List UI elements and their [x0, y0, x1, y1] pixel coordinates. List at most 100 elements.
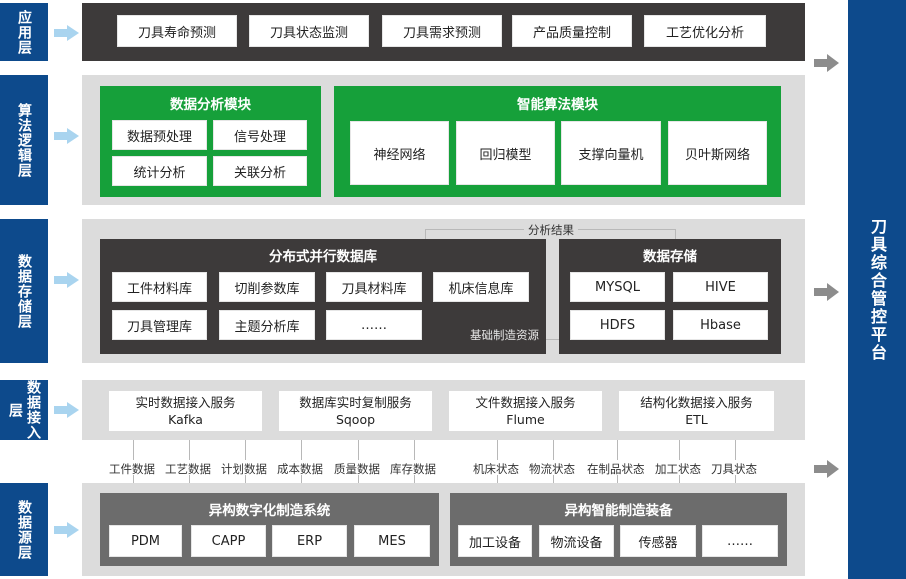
analysis-item: 关联分析: [213, 156, 307, 186]
base-connector: [546, 339, 559, 340]
intelligent-item: 支撑向量机: [561, 121, 661, 185]
platform-title: 刀具综合管控平台: [868, 217, 887, 362]
access-service-name: 数据库实时复制服务: [299, 395, 412, 410]
analysis-item: 统计分析: [112, 156, 207, 186]
storage-item: Hbase: [673, 310, 768, 340]
layer-label-access: 数据接入层: [0, 380, 48, 440]
system-item: ERP: [272, 525, 347, 557]
flow-label: 在制品状态: [587, 462, 645, 476]
equipment-item: 传感器: [620, 525, 696, 557]
arrow-right-icon: [814, 54, 840, 72]
db-item: ……: [326, 310, 422, 340]
flow-line: [497, 475, 498, 485]
db-item: 切削参数库: [219, 272, 315, 302]
flow-line: [553, 440, 554, 460]
flow-label: 工艺数据: [165, 462, 211, 476]
result-connector: [425, 229, 426, 239]
flow-label: 库存数据: [390, 462, 436, 476]
analysis-result-label: 分析结果: [524, 222, 578, 238]
analysis-item: 信号处理: [213, 120, 307, 150]
flow-line: [133, 475, 134, 485]
equipment-title: 异构智能制造装备: [564, 503, 673, 519]
flow-line: [189, 475, 190, 485]
distributed-db-panel: 分布式并行数据库 工件材料库 切削参数库 刀具材料库 机床信息库 刀具管理库 主…: [100, 239, 546, 354]
layer-label-storage: 数据存储层: [0, 219, 48, 363]
app-item: 刀具需求预测: [382, 15, 502, 47]
storage-item: HIVE: [673, 272, 768, 302]
system-item: CAPP: [191, 525, 266, 557]
layer-label-application: 应用层: [0, 3, 48, 61]
result-connector: [675, 229, 676, 239]
storage-item: HDFS: [570, 310, 665, 340]
flow-line: [414, 440, 415, 460]
data-storage-panel: 数据存储 MYSQL HIVE HDFS Hbase: [559, 239, 781, 354]
access-service-tool: Kafka: [168, 412, 203, 427]
intelligent-module: 智能算法模块 神经网络 回归模型 支撑向量机 贝叶斯网络: [334, 86, 781, 197]
layer-label-source: 数据源层: [0, 483, 48, 576]
flow-label: 加工状态: [655, 462, 701, 476]
access-service-name: 结构化数据接入服务: [640, 395, 753, 410]
flow-line: [358, 440, 359, 460]
flow-line: [735, 475, 736, 485]
access-service-name: 文件数据接入服务: [475, 395, 576, 410]
access-service-tool: Flume: [506, 412, 545, 427]
app-item: 工艺优化分析: [644, 15, 766, 47]
db-item: 刀具管理库: [112, 310, 207, 340]
arrow-right-icon: [54, 402, 80, 418]
digital-system-title: 异构数字化制造系统: [208, 503, 331, 519]
flow-line: [189, 440, 190, 460]
flow-label: 成本数据: [277, 462, 323, 476]
app-item: 刀具寿命预测: [117, 15, 237, 47]
application-panel: 刀具寿命预测 刀具状态监测 刀具需求预测 产品质量控制 工艺优化分析: [82, 3, 805, 61]
flow-line: [301, 475, 302, 485]
arrow-right-icon: [54, 272, 80, 288]
flow-line: [679, 440, 680, 460]
equipment-item: 加工设备: [458, 525, 532, 557]
flow-line: [617, 440, 618, 460]
data-storage-title: 数据存储: [643, 249, 697, 265]
intelligent-item: 贝叶斯网络: [668, 121, 767, 185]
flow-label: 机床状态: [473, 462, 519, 476]
flow-line: [301, 440, 302, 460]
flow-line: [245, 475, 246, 485]
app-item: 产品质量控制: [512, 15, 632, 47]
layer-label-algorithm: 算法逻辑层: [0, 75, 48, 205]
access-service: 结构化数据接入服务 ETL: [619, 391, 774, 431]
arrow-right-icon: [54, 128, 80, 144]
app-item: 刀具状态监测: [249, 15, 369, 47]
flow-line: [133, 440, 134, 460]
arrow-right-icon: [54, 522, 80, 538]
analysis-module: 数据分析模块 数据预处理 信号处理 统计分析 关联分析: [100, 86, 321, 197]
base-resource-label: 基础制造资源: [470, 328, 539, 342]
arrow-right-icon: [814, 460, 840, 478]
distributed-db-title: 分布式并行数据库: [269, 249, 377, 265]
flow-line: [358, 475, 359, 485]
flow-label: 质量数据: [334, 462, 380, 476]
flow-line: [617, 475, 618, 485]
access-service: 实时数据接入服务 Kafka: [109, 391, 262, 431]
platform-column: 刀具综合管控平台: [848, 0, 906, 579]
flow-label: 物流状态: [529, 462, 575, 476]
access-service-tool: ETL: [685, 412, 708, 427]
analysis-module-title: 数据分析模块: [170, 97, 251, 113]
access-panel: 实时数据接入服务 Kafka 数据库实时复制服务 Sqoop 文件数据接入服务 …: [82, 380, 805, 440]
equipment-panel: 异构智能制造装备 加工设备 物流设备 传感器 ……: [450, 493, 787, 566]
db-item: 刀具材料库: [326, 272, 422, 302]
access-service: 数据库实时复制服务 Sqoop: [279, 391, 432, 431]
analysis-item: 数据预处理: [112, 120, 207, 150]
db-item: 机床信息库: [433, 272, 529, 302]
flow-line: [245, 440, 246, 460]
digital-system-panel: 异构数字化制造系统 PDM CAPP ERP MES: [100, 493, 439, 566]
access-service-name: 实时数据接入服务: [135, 395, 236, 410]
flow-line: [553, 475, 554, 485]
equipment-item: ……: [702, 525, 778, 557]
flow-label: 工件数据: [109, 462, 155, 476]
flow-label: 计划数据: [221, 462, 267, 476]
system-item: MES: [354, 525, 430, 557]
equipment-item: 物流设备: [539, 525, 614, 557]
intelligent-module-title: 智能算法模块: [517, 97, 598, 113]
arrow-right-icon: [54, 25, 80, 41]
intelligent-item: 神经网络: [350, 121, 449, 185]
db-item: 工件材料库: [112, 272, 207, 302]
db-item: 主题分析库: [219, 310, 315, 340]
